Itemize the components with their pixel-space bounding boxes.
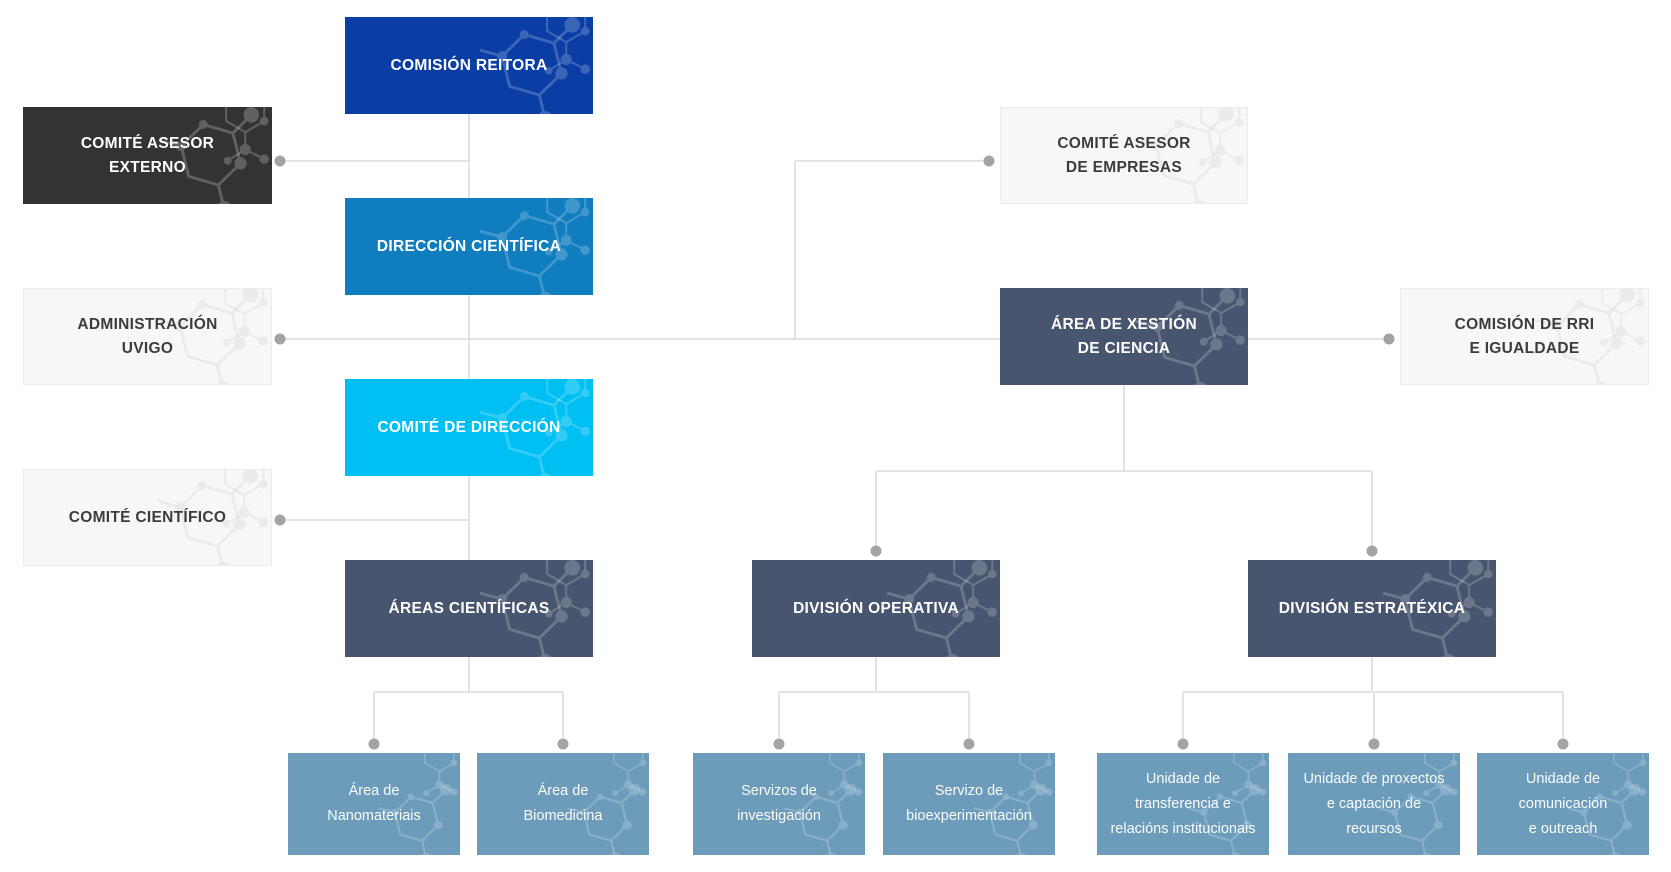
node-label: COMISIÓN REITORA bbox=[390, 56, 548, 74]
direccion-cientifica: DIRECCIÓN CIENTÍFICA bbox=[345, 198, 593, 295]
connector-dot bbox=[557, 738, 569, 750]
node-label: DIVISIÓN OPERATIVA bbox=[793, 599, 959, 617]
connector-dot bbox=[274, 155, 286, 167]
comite-de-direccion: COMITÉ DE DIRECCIÓN bbox=[345, 379, 593, 476]
connector-dot bbox=[274, 333, 286, 345]
connector-dot bbox=[1368, 738, 1380, 750]
node-label: COMITÉ DE DIRECCIÓN bbox=[377, 418, 561, 436]
division-estratexica: DIVISIÓN ESTRATÉXICA bbox=[1248, 560, 1496, 657]
node-label: COMITÉ CIENTÍFICO bbox=[68, 508, 227, 526]
comite-cientifico: COMITÉ CIENTÍFICO bbox=[23, 469, 272, 566]
comision-reitora: COMISIÓN REITORA bbox=[345, 17, 593, 114]
connector-dot bbox=[1366, 545, 1378, 557]
connector-dot bbox=[983, 155, 995, 167]
node-label: DIRECCIÓN CIENTÍFICA bbox=[376, 237, 562, 255]
connector-dot bbox=[1177, 738, 1189, 750]
node-label: ÁREAS CIENTÍFICAS bbox=[388, 599, 550, 617]
areas-cientificas: ÁREAS CIENTÍFICAS bbox=[345, 560, 593, 657]
connector-dot bbox=[368, 738, 380, 750]
division-operativa: DIVISIÓN OPERATIVA bbox=[752, 560, 1000, 657]
connector-dot bbox=[870, 545, 882, 557]
connector-dot bbox=[1383, 333, 1395, 345]
connector-dot bbox=[773, 738, 785, 750]
connector-dot bbox=[1557, 738, 1569, 750]
node-label: DIVISIÓN ESTRATÉXICA bbox=[1278, 599, 1466, 617]
connector-dot bbox=[963, 738, 975, 750]
connector-dot bbox=[274, 514, 286, 526]
